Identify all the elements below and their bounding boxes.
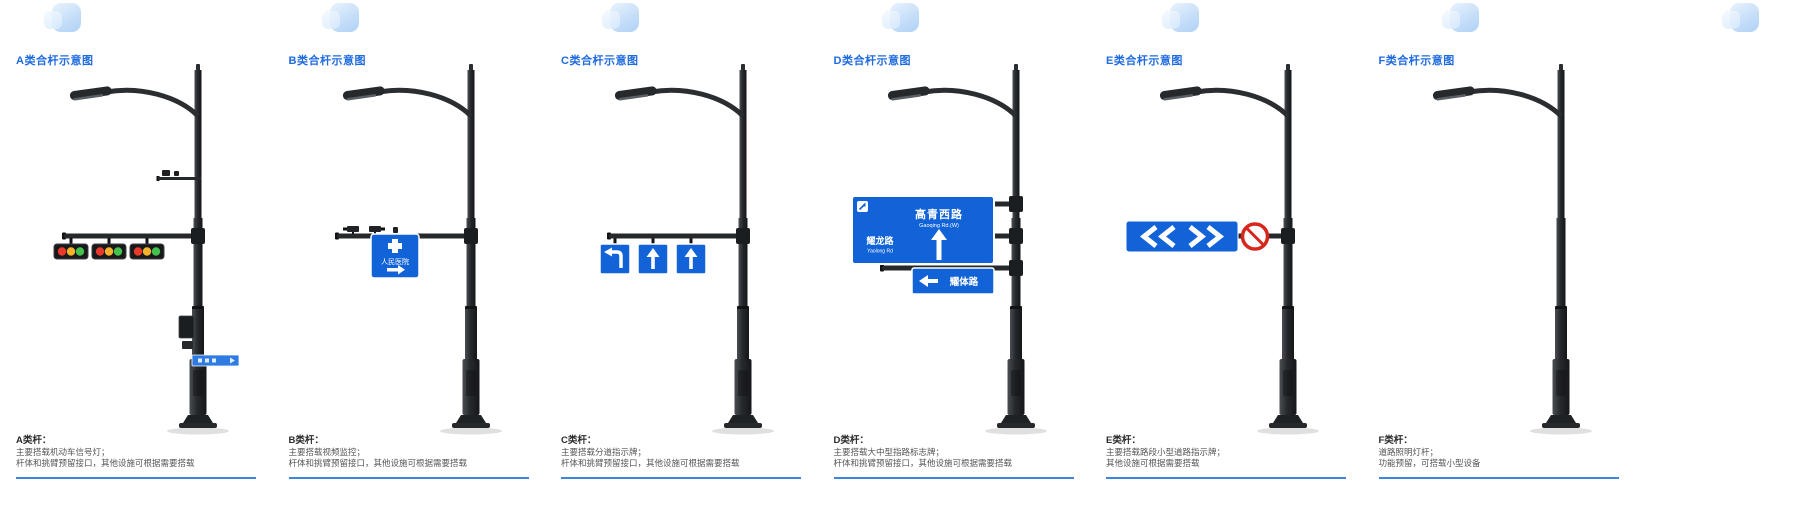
panel-f-underline <box>1378 477 1619 479</box>
pole-type-label: C类杆： <box>561 435 597 446</box>
pole-desc-line2: 杆体和挑臂预留接口，其他设施可根据需要搭载 <box>561 458 740 468</box>
pole-desc-line2: 杆体和挑臂预留接口，其他设施可根据需要搭载 <box>288 458 468 468</box>
panel-a-underline <box>16 477 256 479</box>
pole-d-illustration: 高青西路 Gaoqing Rd.(W) 耀龙路 Yaolong Rd 耀体路 <box>826 58 1126 438</box>
pole <box>1159 64 1319 435</box>
pole-desc-line1: 主要搭载路段小型道路指示牌； <box>1106 447 1226 457</box>
hospital-sign: 人民医院 <box>369 233 420 279</box>
cross-arm <box>879 196 1023 212</box>
cross-arm <box>62 228 205 244</box>
hospital-sign-text: 人民医院 <box>381 257 409 266</box>
pole-desc-line1: 道路照明灯杆； <box>1378 447 1439 457</box>
pole-type-label: D类杆： <box>833 435 869 446</box>
pole-desc-line2: 杆体和挑臂预留接口，其他设施可根据需要搭载 <box>16 458 195 468</box>
traffic-signal-heads <box>53 237 165 260</box>
decoration-blob <box>1722 3 1759 32</box>
panel-e-caption: E类杆： 主要搭载路段小型道路指示牌； 其他设施可根据需要搭载 <box>1106 435 1364 469</box>
decoration-blob <box>44 3 81 32</box>
pole <box>69 64 229 435</box>
up-arrow-icon <box>930 229 947 240</box>
pole <box>342 64 502 435</box>
no-entry-sign <box>1240 222 1270 251</box>
small-bracket-arm <box>156 170 201 181</box>
left-turn-arrow-icon <box>604 247 612 257</box>
panel-c-title: C类合杆示意图 <box>561 55 639 67</box>
cross-arm <box>607 228 750 244</box>
cross-arm <box>1152 228 1295 244</box>
guide-main-road-en-text: Gaoqing Rd.(W) <box>919 223 959 229</box>
left-arrow-icon <box>918 275 928 287</box>
panel-e-underline <box>1106 477 1346 479</box>
lane-sign-straight <box>637 238 669 275</box>
panel-e: E类合杆示意图 E类杆： 主要搭载路段小型道路指示牌； <box>1098 0 1371 522</box>
pole-type-label: A类杆： <box>16 435 52 446</box>
guide-sub-road-text: 耀体路 <box>948 276 978 288</box>
panel-d-caption: D类杆： 主要搭载大中型指路标志牌； 杆体和挑臂预留接口，其他设施可根据需要搭载 <box>834 435 1092 469</box>
pole-a-illustration <box>8 58 308 438</box>
pole-desc-line1: 主要搭载分道指示牌； <box>561 447 647 457</box>
decoration-blob <box>602 3 639 32</box>
pole <box>1432 64 1592 435</box>
pole-type-label: F类杆： <box>1378 435 1413 446</box>
up-arrow-icon <box>646 248 660 257</box>
signal-controller-box <box>178 315 195 349</box>
cctv-cameras <box>342 226 398 234</box>
pole-desc-line2: 功能预留，可搭载小型设备 <box>1378 458 1481 468</box>
panel-d-underline <box>833 477 1074 479</box>
panel-b: B类合杆示意图 人民医院 <box>281 0 554 522</box>
panel-a-title: A类合杆示意图 <box>16 55 94 67</box>
decoration-blob <box>882 3 919 32</box>
lane-sign-straight <box>675 238 707 275</box>
pole-desc-line1: 主要搭载机动车信号灯； <box>16 447 110 457</box>
panel-a: A类合杆示意图 <box>8 0 281 522</box>
pole-desc-line1: 主要搭载视频监控； <box>288 447 366 457</box>
panel-b-caption: B类杆： 主要搭载视频监控； 杆体和挑臂预留接口，其他设施可根据需要搭载 <box>289 435 547 469</box>
guide-sign-sub: 耀体路 <box>910 267 995 295</box>
pole-c-illustration <box>553 58 853 438</box>
lane-sign-left-turn <box>599 238 631 275</box>
pole-type-label: E类杆： <box>1106 435 1141 446</box>
street-name-sign <box>191 354 240 367</box>
decoration-blob <box>1442 3 1479 32</box>
panel-f: F类合杆示意图 F类杆： 道路照明灯杆； 功能预留，可搭载小型设备 <box>1371 0 1644 522</box>
panel-f-title: F类合杆示意图 <box>1378 55 1455 67</box>
pole-b-illustration: 人民医院 <box>281 58 581 438</box>
panel-b-underline <box>288 477 529 479</box>
cross-arm <box>879 228 1023 244</box>
panel-c: C类合杆示意图 <box>553 0 826 522</box>
decoration-blob <box>1162 3 1199 32</box>
panel-d: D类合杆示意图 高青西路 Gaoqing Rd.(W) 耀龙路 Yaolo <box>826 0 1099 522</box>
cross-arm <box>879 260 1023 276</box>
panel-e-title: E类合杆示意图 <box>1106 55 1183 67</box>
cross-arm <box>334 228 478 244</box>
guide-left-road-text: 耀龙路 <box>866 235 894 246</box>
overpass-icon <box>856 201 868 212</box>
pole-e-illustration <box>1098 58 1398 438</box>
panel-d-title: D类合杆示意图 <box>833 55 911 67</box>
panel-f-caption: F类杆： 道路照明灯杆； 功能预留，可搭载小型设备 <box>1379 435 1637 469</box>
right-arrow-icon <box>397 265 405 275</box>
pole-desc-line1: 主要搭载大中型指路标志牌； <box>833 447 945 457</box>
pole-type-label: B类杆： <box>288 435 324 446</box>
panel-c-underline <box>561 477 801 479</box>
pole <box>614 64 774 435</box>
panel-b-title: B类合杆示意图 <box>288 55 366 67</box>
pole-f-illustration <box>1371 58 1671 438</box>
guide-main-road-text: 高青西路 <box>915 207 963 221</box>
pole-desc-line2: 其他设施可根据需要搭载 <box>1106 458 1200 468</box>
panel-a-caption: A类杆： 主要搭载机动车信号灯； 杆体和挑臂预留接口，其他设施可根据需要搭载 <box>16 435 274 469</box>
up-arrow-icon <box>684 248 698 257</box>
panel-row: A类合杆示意图 <box>8 0 1643 522</box>
guide-sign-main: 高青西路 Gaoqing Rd.(W) 耀龙路 Yaolong Rd <box>850 195 995 265</box>
guide-left-road-en-text: Yaolong Rd <box>867 249 893 255</box>
decoration-blob <box>322 3 359 32</box>
pole <box>887 64 1047 435</box>
pole-desc-line2: 杆体和挑臂预留接口，其他设施可根据需要搭载 <box>833 458 1013 468</box>
chevron-sign <box>1125 220 1239 253</box>
panel-c-caption: C类杆： 主要搭载分道指示牌； 杆体和挑臂预留接口，其他设施可根据需要搭载 <box>561 435 819 469</box>
